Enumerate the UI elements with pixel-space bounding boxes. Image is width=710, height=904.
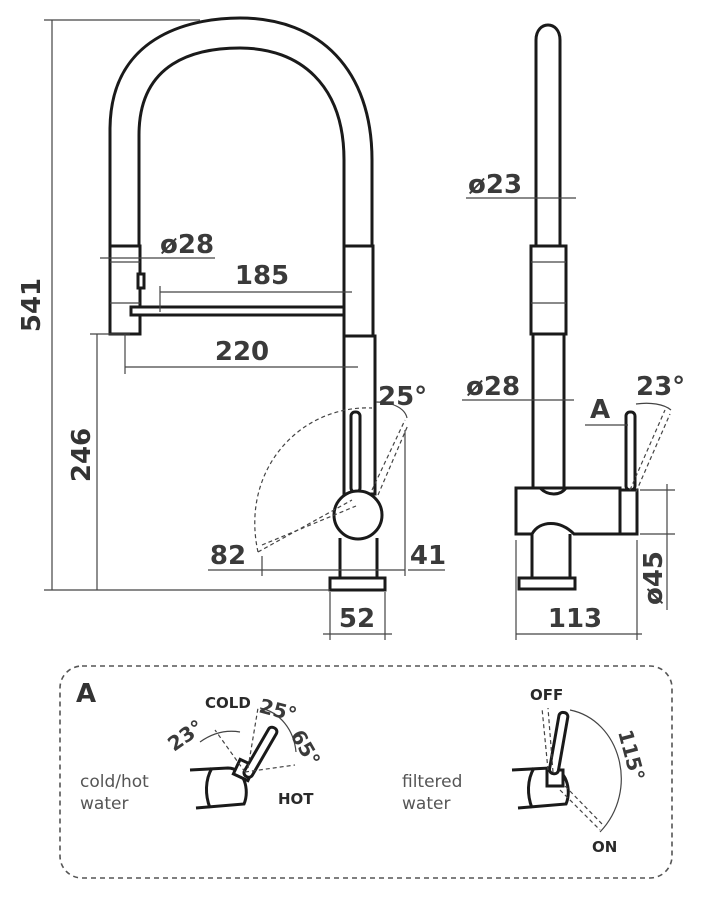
detail-a-marker: A: [590, 395, 610, 425]
dim-lever-angle: 25°: [378, 382, 427, 412]
front-hose-inner: [137, 46, 346, 246]
dim-82: 82: [210, 541, 246, 571]
dim-541: 541: [17, 278, 47, 332]
side-view: ø23 ø28 A 23° ø45 113: [462, 23, 685, 640]
filter-lever: [547, 710, 570, 776]
label-hot: HOT: [278, 790, 314, 808]
side-knob: [618, 488, 639, 536]
side-filter-lever: [624, 410, 637, 492]
angle-65: 65°: [286, 726, 326, 771]
spray-button: [136, 272, 146, 290]
front-hose-outer: [108, 16, 374, 246]
detail-a-frame: [59, 665, 673, 879]
detail-filter: OFF ON 115° filtered water: [402, 686, 650, 856]
front-mixer-knob: [332, 489, 384, 541]
dim-body-diameter: ø28: [466, 372, 520, 402]
front-lower-body: [338, 538, 379, 578]
dim-41: 41: [410, 541, 446, 571]
dim-hose-diameter: ø23: [468, 170, 522, 200]
front-base: [328, 576, 387, 592]
angle-25: 25°: [257, 694, 300, 727]
label-off: OFF: [530, 686, 563, 704]
angle-23: 23°: [163, 715, 208, 756]
dim-52: 52: [339, 604, 375, 634]
front-filter-lever: [349, 410, 362, 494]
caption-cold-hot-1: cold/hot: [80, 772, 149, 792]
front-upper-sleeve: [342, 244, 375, 338]
caption-filtered-1: filtered: [402, 772, 462, 792]
detail-mixer: COLD HOT 23° 25° 65° cold/hot water: [80, 694, 325, 814]
front-spray-head: [108, 244, 142, 336]
dim-113: 113: [548, 604, 602, 634]
side-upper-sleeve: [529, 244, 568, 336]
dim-220: 220: [215, 337, 269, 367]
dim-head-diameter: ø28: [160, 230, 214, 260]
side-base: [517, 576, 577, 591]
mixer-lever: [242, 725, 279, 779]
angle-115: 115°: [613, 727, 650, 783]
detail-a-title: A: [76, 679, 96, 709]
front-view: 541 246 ø28 185 220 25° 82 41 52: [17, 16, 446, 640]
detail-a-panel: A COLD HOT 23° 25° 65° cold/hot water: [59, 665, 673, 879]
front-spout-arm: [129, 305, 347, 317]
side-body: [514, 486, 622, 536]
dim-handle-diameter: ø45: [639, 551, 669, 605]
lever-swing-arc: [254, 407, 373, 553]
dim-185: 185: [235, 261, 289, 291]
label-on: ON: [592, 838, 617, 856]
side-hose: [534, 23, 562, 246]
mixer-body: [189, 766, 248, 810]
label-cold: COLD: [205, 694, 251, 712]
dim-side-lever-angle: 23°: [636, 372, 685, 402]
side-column: [531, 332, 566, 490]
dim-246: 246: [67, 428, 97, 482]
caption-cold-hot-2: water: [80, 794, 128, 814]
caption-filtered-2: water: [402, 794, 450, 814]
